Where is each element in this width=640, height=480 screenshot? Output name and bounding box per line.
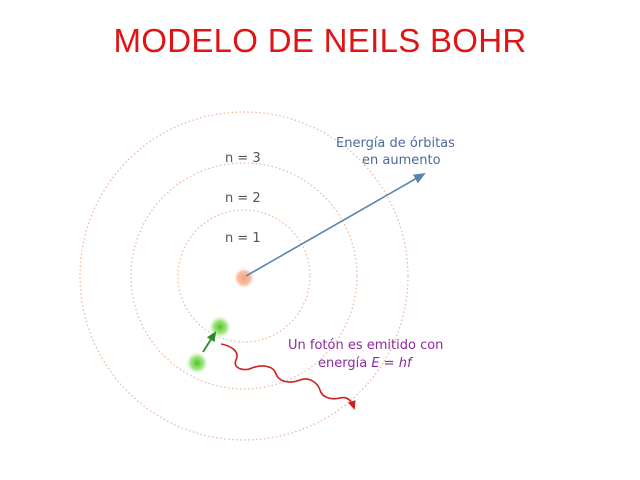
electron-inner [208, 315, 232, 339]
energy-label-line1: Energía de órbitas [336, 136, 455, 151]
electron-outer [185, 351, 209, 375]
energy-label-line2: en aumento [362, 153, 441, 168]
orbit-n3 [79, 111, 409, 441]
nucleus [233, 267, 255, 289]
orbit-label-n1: n = 1 [225, 231, 261, 246]
photon-formula-e: E [371, 356, 380, 371]
energy-arrow [245, 173, 426, 277]
orbit-n2 [130, 162, 358, 390]
photon-formula-hf: hf [399, 356, 414, 371]
transition-arrow [202, 331, 217, 353]
orbit-label-n3: n = 3 [225, 151, 261, 166]
photon-label-line2: energía E = hf [318, 356, 414, 371]
orbit-label-n2: n = 2 [225, 191, 261, 206]
photon-formula-eq: = [380, 356, 399, 371]
photon-wave [220, 343, 356, 410]
page-title: MODELO DE NEILS BOHR [113, 22, 527, 59]
photon-label-line1: Un fotón es emitido con [288, 338, 443, 353]
photon-label-prefix: energía [318, 356, 371, 371]
orbit-n1 [177, 209, 311, 343]
